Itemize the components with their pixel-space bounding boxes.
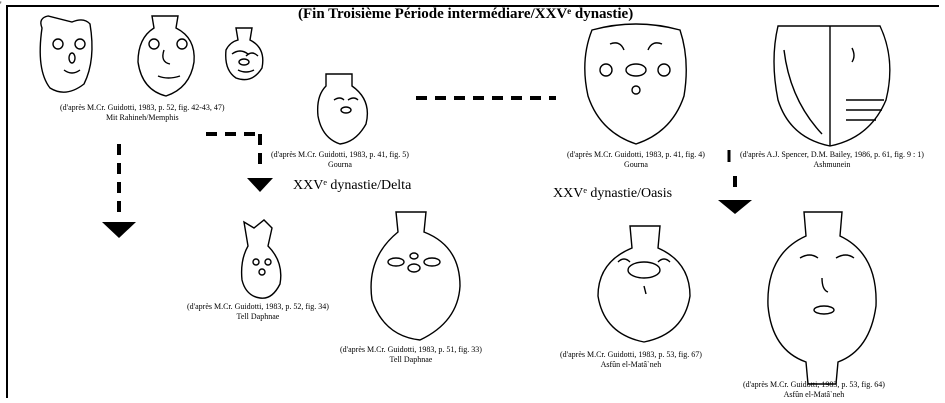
connector-memphis-delta xyxy=(206,132,273,192)
memphis-jar-1 xyxy=(39,15,93,93)
caption-gourna-small-source: (d'après M.Cr. Guidotti, 1983, p. 41, fi… xyxy=(271,150,409,159)
corner-mark: ' xyxy=(0,0,2,10)
memphis-jar-3 xyxy=(225,27,264,81)
caption-daphnae-large-site: Tell Daphnae xyxy=(389,355,433,364)
section-oasis-label: XXVᵉ dynastie/Oasis xyxy=(553,186,673,201)
daphnae-large-jar xyxy=(370,211,461,341)
daphnae-small-jar xyxy=(240,219,282,299)
caption-asfun-right: (d'après M.Cr. Guidotti, 1983, p. 53, fi… xyxy=(743,380,885,400)
gourna-small-jar xyxy=(316,73,369,145)
caption-asfun-left-site: Asfûn el-Matâ`neh xyxy=(600,360,662,369)
caption-asfun-left-source: (d'après M.Cr. Guidotti, 1983, p. 53, fi… xyxy=(560,350,702,359)
caption-memphis-site: Mit Rahineh/Memphis xyxy=(105,113,179,122)
figure-frame xyxy=(6,5,939,398)
connector-memphis-down xyxy=(102,144,136,238)
caption-gourna-small-site: Gourna xyxy=(327,160,352,169)
connector-oasis-down xyxy=(718,150,752,214)
caption-asfun-left: (d'après M.Cr. Guidotti, 1983, p. 53, fi… xyxy=(560,350,702,370)
memphis-jar-2 xyxy=(137,15,195,97)
caption-daphnae-small-site: Tell Daphnae xyxy=(236,312,280,321)
caption-ashmunein-source: (d'après A.J. Spencer, D.M. Bailey, 1986… xyxy=(740,150,924,159)
caption-asfun-right-source: (d'après M.Cr. Guidotti, 1983, p. 53, fi… xyxy=(743,380,885,389)
caption-daphnae-small: (d'après M.Cr. Guidotti, 1983, p. 52, fi… xyxy=(187,302,329,322)
caption-asfun-right-site: Asfûn el-Matâ`neh xyxy=(783,390,845,399)
caption-daphnae-large-source: (d'après M.Cr. Guidotti, 1983, p. 51, fi… xyxy=(340,345,482,354)
caption-ashmunein: (d'après A.J. Spencer, D.M. Bailey, 1986… xyxy=(740,150,924,170)
caption-gourna-large-source: (d'après M.Cr. Guidotti, 1983, p. 41, fi… xyxy=(567,150,705,159)
figure-title: (Fin Troisième Période intermédiare/XXVᵉ… xyxy=(298,6,634,22)
asfun-left-jar xyxy=(597,225,691,343)
ashmunein-jar xyxy=(773,25,891,147)
caption-gourna-large: (d'après M.Cr. Guidotti, 1983, p. 41, fi… xyxy=(567,150,705,170)
caption-memphis-source: (d'après M.Cr. Guidotti, 1983, p. 52, fi… xyxy=(60,103,225,112)
caption-ashmunein-site: Ashmunein xyxy=(813,160,851,169)
gourna-large-jar xyxy=(584,23,687,145)
caption-memphis: (d'après M.Cr. Guidotti, 1983, p. 52, fi… xyxy=(60,103,225,123)
caption-daphnae-small-source: (d'après M.Cr. Guidotti, 1983, p. 52, fi… xyxy=(187,302,329,311)
caption-gourna-large-site: Gourna xyxy=(623,160,648,169)
section-delta-label: XXVᵉ dynastie/Delta xyxy=(293,178,412,193)
asfun-right-jar xyxy=(767,211,877,385)
caption-daphnae-large: (d'après M.Cr. Guidotti, 1983, p. 51, fi… xyxy=(340,345,482,365)
caption-gourna-small: (d'après M.Cr. Guidotti, 1983, p. 41, fi… xyxy=(271,150,409,170)
